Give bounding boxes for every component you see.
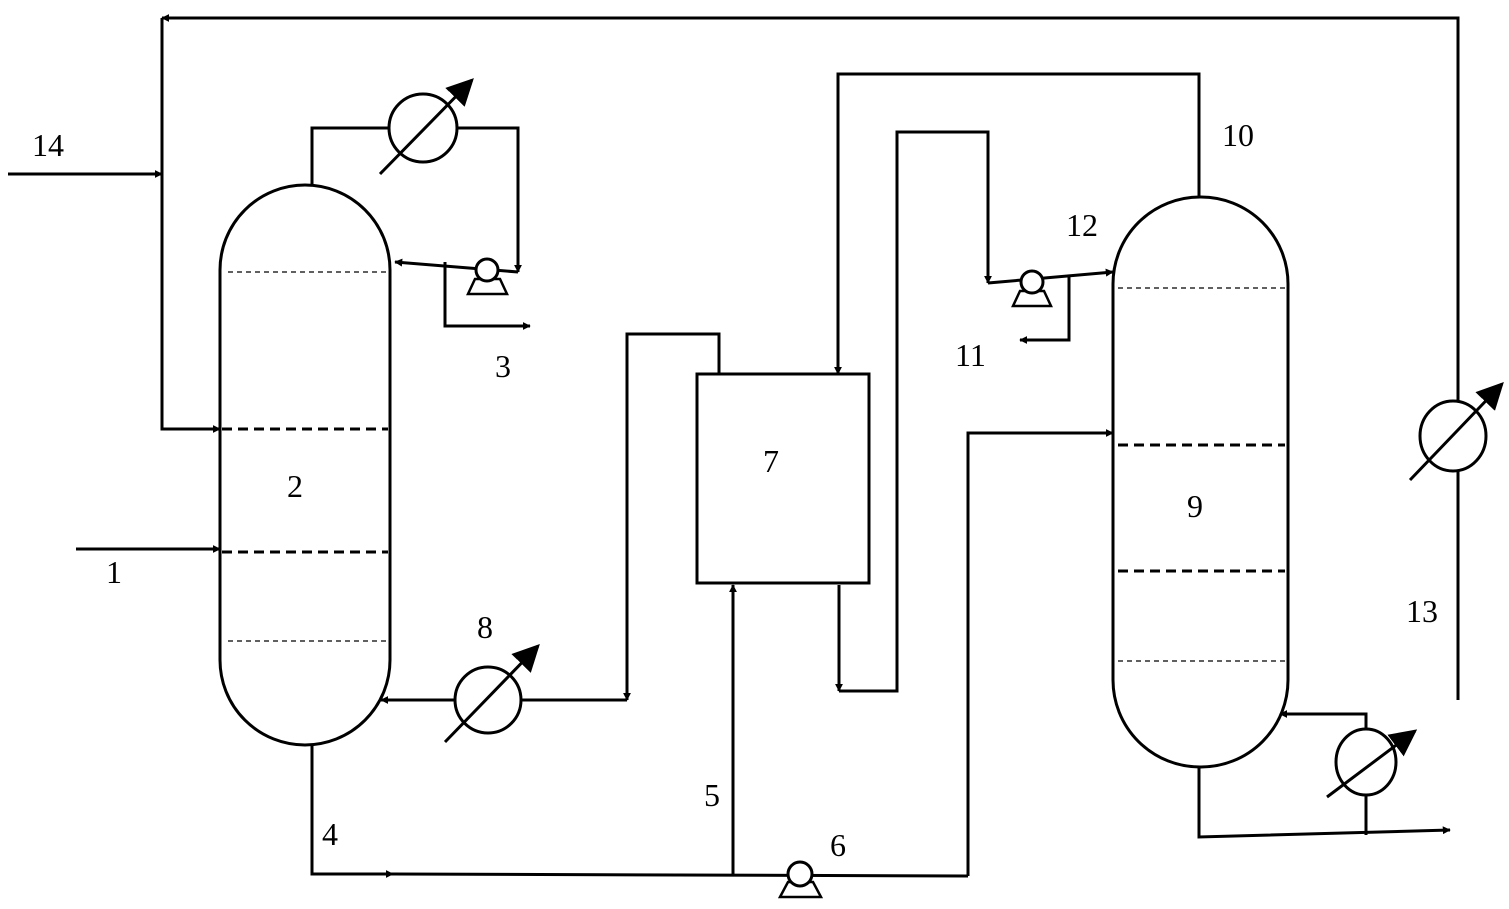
label-11: 11 — [955, 337, 986, 373]
label-3: 3 — [495, 348, 511, 384]
column-9 — [1111, 195, 1290, 769]
overhead-line-10 — [834, 72, 1201, 375]
reactor-return-loop — [380, 332, 721, 744]
label-2: 2 — [287, 468, 303, 504]
feed-line-column-9 — [966, 429, 1114, 876]
feed-lines-column-2 — [8, 14, 1460, 700]
pump-column-9-reflux — [1011, 269, 1053, 308]
label-14: 14 — [32, 127, 64, 163]
pump-column-2-reflux — [466, 257, 509, 296]
condenser-arrow-icon — [378, 78, 474, 176]
bottoms-header — [392, 872, 969, 878]
label-1: 1 — [106, 554, 122, 590]
bottoms-line-4 — [310, 745, 394, 878]
label-12: 12 — [1066, 207, 1098, 243]
pump-6 — [777, 860, 824, 899]
label-4: 4 — [322, 816, 338, 852]
column-9-shell — [1111, 195, 1290, 769]
cooler-recycle-13 — [1408, 382, 1504, 482]
label-5: 5 — [704, 777, 720, 813]
reboiler-arrow-icon — [1326, 729, 1418, 799]
reflux-line-12 — [987, 268, 1114, 285]
label-6: 6 — [830, 827, 846, 863]
label-9: 9 — [1187, 488, 1203, 524]
label-13: 13 — [1406, 593, 1438, 629]
label-7: 7 — [763, 443, 779, 479]
label-8: 8 — [477, 609, 493, 645]
column-2 — [218, 183, 392, 747]
reactor-top-outlet — [623, 332, 721, 701]
distillate-line-11 — [1019, 275, 1071, 344]
reboiler-return — [1279, 710, 1368, 729]
combined-feed-line — [160, 18, 221, 433]
bottoms-line-column-2 — [310, 429, 1114, 878]
distillate-line-3 — [443, 262, 531, 330]
reactor-7 — [695, 372, 871, 585]
reflux-line-column-2 — [394, 258, 519, 274]
overhead-vapor-line — [310, 126, 390, 185]
condensate-line — [456, 126, 522, 273]
column-9-overhead — [834, 72, 1201, 375]
condenser-column-2 — [378, 78, 474, 176]
column-9-bottoms — [1197, 710, 1451, 839]
bottoms-line-column-9 — [1197, 767, 1451, 839]
label-10: 10 — [1222, 117, 1254, 153]
reactor-loop-line — [839, 130, 992, 693]
heater-8-arrow-icon — [443, 644, 540, 744]
column-2-shell — [218, 183, 392, 747]
cooler-arrow-icon — [1408, 382, 1504, 482]
